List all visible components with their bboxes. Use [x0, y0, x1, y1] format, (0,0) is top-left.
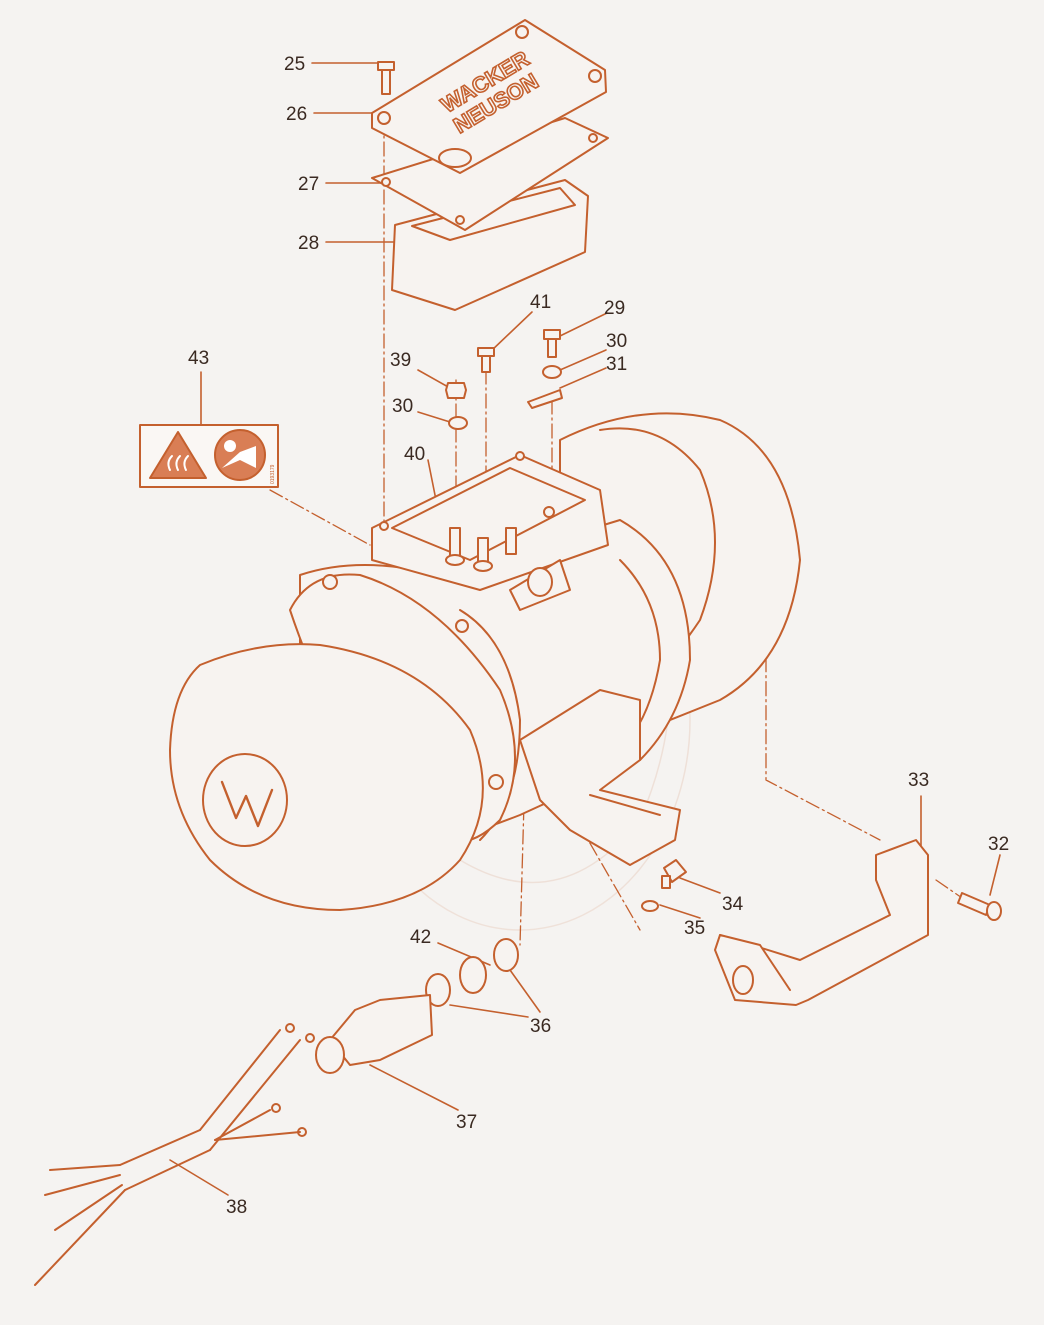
cable-gland	[315, 994, 433, 1074]
washer-35	[641, 900, 659, 912]
wacker-w-emblem	[220, 780, 274, 828]
sealing-insert-42	[459, 956, 487, 994]
callout-35: 35	[684, 918, 705, 939]
callout-leaders	[169, 62, 1001, 1196]
hot-surface-icon	[149, 431, 207, 479]
callout-43: 43	[188, 348, 209, 369]
callout-30b: 30	[392, 396, 413, 417]
washer-30-upper	[542, 365, 562, 379]
callout-38: 38	[226, 1197, 247, 1218]
screw-29	[543, 329, 561, 358]
washer-30-lower	[448, 416, 468, 430]
earth-tab-31	[527, 389, 563, 409]
seal-ring-36a	[493, 938, 519, 972]
read-manual-icon	[214, 429, 266, 481]
screw-41	[477, 347, 495, 373]
seal-ring-36b	[425, 973, 451, 1007]
callout-34: 34	[722, 894, 744, 915]
callout-42: 42	[410, 927, 431, 948]
terminal-box-base	[371, 451, 609, 611]
decal-code: 0193179	[270, 464, 276, 484]
callout-37: 37	[456, 1112, 477, 1133]
callout-31: 31	[606, 354, 627, 375]
callout-29: 29	[604, 298, 625, 319]
warning-decal	[139, 424, 279, 488]
power-cable	[34, 1023, 315, 1286]
callout-41: 41	[530, 292, 551, 313]
callout-25: 25	[284, 54, 305, 75]
callout-32: 32	[988, 834, 1009, 855]
callout-28: 28	[298, 233, 319, 254]
callout-40: 40	[404, 444, 425, 465]
callout-36: 36	[530, 1016, 551, 1037]
carrying-handle	[714, 839, 929, 1006]
nut-39	[445, 382, 467, 399]
callout-26: 26	[286, 104, 307, 125]
callout-39: 39	[390, 350, 411, 371]
motor-front-cover	[169, 643, 484, 911]
callout-27: 27	[298, 174, 319, 195]
mounting-foot	[519, 689, 681, 866]
terminal-studs	[445, 527, 517, 572]
handle-screw	[957, 892, 1002, 921]
callout-33: 33	[908, 770, 929, 791]
terminal-box-lid	[371, 19, 607, 174]
callout-labels: 25 26 27 28 29 30 31 41 39 30 40 43 33 3…	[188, 54, 1009, 1218]
lid-screw	[377, 61, 395, 95]
screw-34	[661, 859, 687, 889]
callout-30a: 30	[606, 331, 627, 352]
